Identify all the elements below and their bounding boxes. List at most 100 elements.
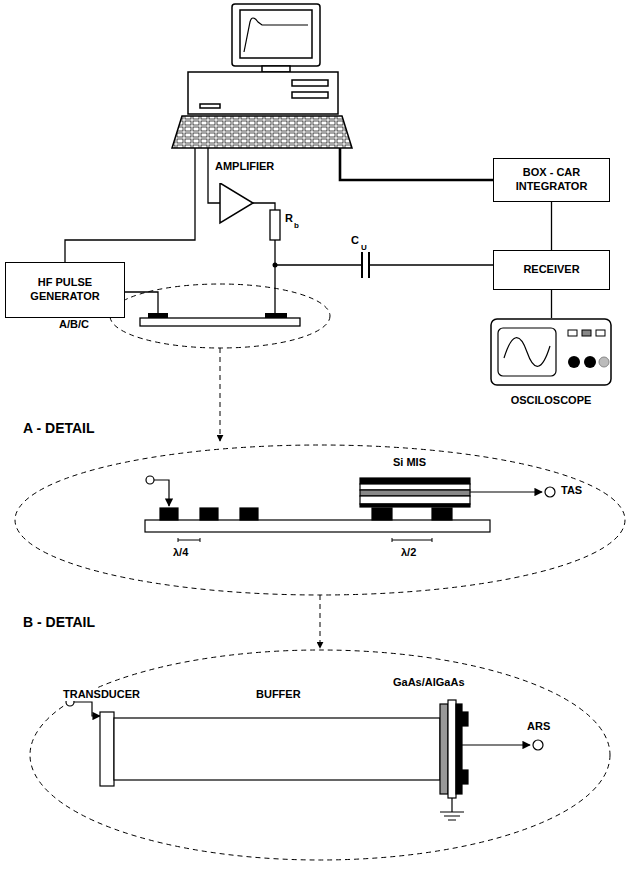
saw-delay-line xyxy=(372,508,392,520)
computer xyxy=(244,18,308,52)
amplifier-triangle xyxy=(215,183,260,225)
oscilloscope-drawing xyxy=(490,318,612,388)
node-text: HF PULSE GENERATOR xyxy=(12,276,118,304)
detail-callouts xyxy=(320,595,321,648)
oscilloscope-drawing xyxy=(504,338,550,367)
part-label: ARS xyxy=(526,720,551,733)
connector xyxy=(551,202,552,250)
part-label: R xyxy=(284,212,294,225)
computer xyxy=(188,72,338,114)
computer xyxy=(262,66,290,72)
capacitor-symbol xyxy=(368,252,370,278)
detail-callouts xyxy=(110,284,330,348)
bulk-delay-line xyxy=(462,770,468,784)
wires xyxy=(65,148,493,313)
saw-delay-line xyxy=(146,476,154,484)
part-label: U xyxy=(360,243,368,252)
wires xyxy=(65,148,195,262)
sample xyxy=(140,318,300,326)
junction-dot xyxy=(273,263,278,268)
bulk-delay-line xyxy=(100,712,114,786)
part-label: GaAs/AlGaAs xyxy=(392,676,466,689)
bulk-delay-line xyxy=(114,718,440,780)
saw-delay-line xyxy=(360,504,470,507)
bulk-delay-line xyxy=(66,698,543,820)
bulk-delay-line xyxy=(74,702,100,716)
saw-delay-line xyxy=(145,520,490,532)
computer xyxy=(172,4,352,148)
part-label: TRANSDUCER xyxy=(62,688,141,701)
saw-delay-line xyxy=(178,538,200,542)
resistor-symbol xyxy=(270,210,280,240)
bulk-delay-line xyxy=(533,740,543,750)
capacitor-symbol xyxy=(361,252,363,278)
resistor-symbol xyxy=(270,210,280,240)
part-label: BUFFER xyxy=(255,688,302,701)
bulk-delay-line xyxy=(440,704,448,794)
bulk-delay-line xyxy=(462,744,530,745)
computer xyxy=(232,4,320,66)
part-label: TAS xyxy=(560,484,583,497)
oscilloscope-drawing xyxy=(568,356,580,368)
bulk-delay-line xyxy=(448,700,456,798)
sample xyxy=(265,313,287,318)
capacitor-symbol xyxy=(362,252,369,278)
node-text: AMPLIFIER xyxy=(215,160,295,174)
wires xyxy=(369,264,493,265)
receiver-box: RECEIVER xyxy=(493,250,610,290)
detail-callouts xyxy=(15,445,625,595)
saw-delay-line xyxy=(154,480,169,506)
oscilloscope-drawing xyxy=(568,330,577,336)
saw-delay-line xyxy=(240,508,258,520)
saw-delay-line xyxy=(145,476,555,542)
oscilloscope-drawing xyxy=(491,319,611,385)
computer xyxy=(200,104,220,108)
bulk-delay-line xyxy=(456,704,462,794)
wires xyxy=(340,148,493,180)
part-label: A/B/C xyxy=(58,318,90,331)
part-label: C xyxy=(350,234,360,247)
wires xyxy=(274,265,275,313)
saw-delay-line xyxy=(360,478,470,484)
amplifier-triangle xyxy=(220,183,253,223)
oscilloscope-drawing xyxy=(584,356,596,368)
saw-delay-line xyxy=(470,491,542,492)
computer xyxy=(172,116,352,148)
oscilloscope-drawing xyxy=(498,328,556,376)
sample xyxy=(148,313,168,318)
oscilloscope-drawing xyxy=(596,330,605,336)
amplifier-symbol: AMPLIFIER xyxy=(215,160,295,224)
node-text: BOX - CAR INTEGRATOR xyxy=(500,166,603,194)
saw-delay-line xyxy=(360,490,470,496)
connector xyxy=(551,290,552,318)
saw-delay-line xyxy=(432,508,452,520)
junction-dot xyxy=(273,263,278,268)
computer xyxy=(240,10,312,58)
wires xyxy=(125,292,158,313)
detail-callouts xyxy=(15,284,625,860)
wires xyxy=(275,240,362,265)
saw-delay-line xyxy=(200,508,218,520)
bulk-delay-line xyxy=(440,798,464,820)
generator-box: HF PULSE GENERATOR xyxy=(5,262,125,318)
detail-callouts xyxy=(30,650,610,860)
saw-delay-line xyxy=(545,487,555,497)
oscilloscope: OSCILOSCOPE xyxy=(490,318,612,410)
computer xyxy=(292,80,328,86)
computer xyxy=(292,92,328,98)
node-text: OSCILOSCOPE xyxy=(490,394,612,408)
oscilloscope-drawing xyxy=(582,330,591,336)
part-label: b xyxy=(293,221,300,230)
part-label: A - DETAIL xyxy=(22,420,96,436)
saw-delay-line xyxy=(360,496,470,504)
bulk-delay-line xyxy=(462,712,468,726)
part-label: Si MIS xyxy=(392,456,427,469)
saw-delay-line xyxy=(160,508,178,520)
node-text: RECEIVER xyxy=(523,263,579,277)
integrator-box: BOX - CAR INTEGRATOR xyxy=(493,158,610,202)
oscilloscope-drawing xyxy=(599,357,609,367)
saw-delay-line xyxy=(392,538,432,542)
